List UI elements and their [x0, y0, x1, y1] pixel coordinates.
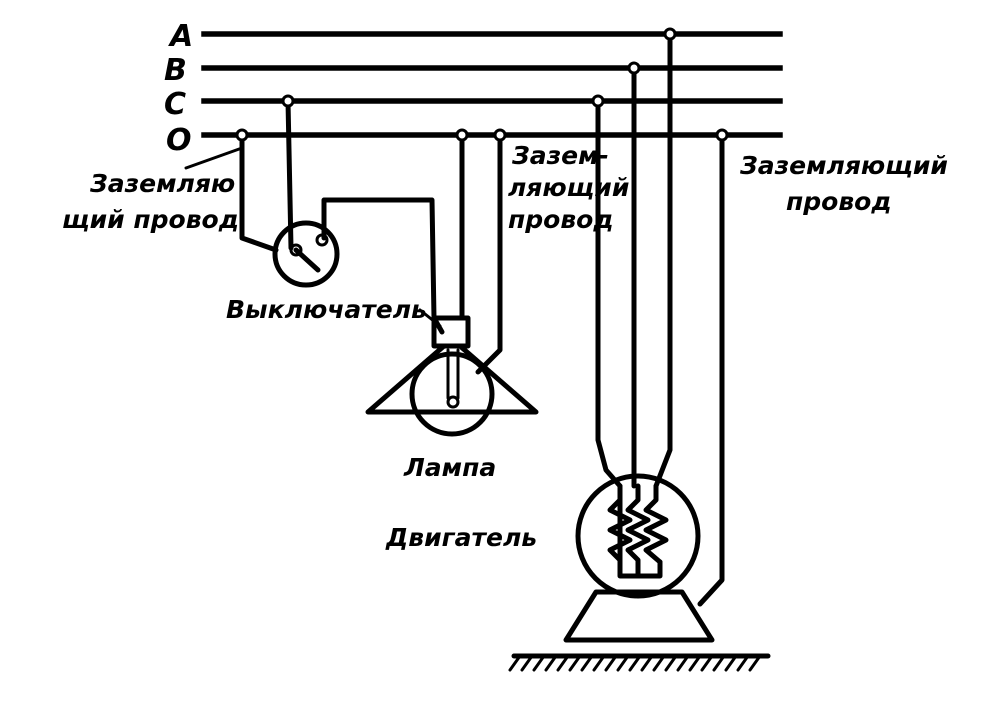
label-ground-wire-mid-line1: Зазем- [511, 141, 609, 170]
label-ground-wire-left-line2: щий провод [62, 205, 239, 234]
wire-phase-a-to-motor [653, 31, 673, 489]
ground-hatch-stroke [592, 654, 606, 672]
ground-hatch-stroke [604, 654, 618, 672]
node-b-motor [627, 61, 641, 75]
ground-hatch-stroke [688, 654, 702, 672]
ground-hatch-stroke [640, 654, 654, 672]
motor-winding-1 [607, 497, 633, 563]
ground-hatch-stroke [676, 654, 690, 672]
switch [272, 220, 340, 288]
node-o-ground-motor [715, 128, 729, 142]
label-ground-wire-mid-line3: провод [508, 205, 614, 234]
motor-base [563, 589, 715, 643]
motor-winding-2 [625, 483, 651, 579]
lamp-reflector [365, 343, 539, 415]
ground-hatch-stroke [628, 654, 642, 672]
ground-hatch-stroke [532, 654, 546, 672]
motor-housing [575, 473, 701, 599]
bus-label-a: A [168, 19, 193, 54]
ground-hatch-stroke [544, 654, 558, 672]
ground-hatch-stroke [616, 654, 630, 672]
bus-label-o: O [166, 123, 192, 158]
ground-hatch-stroke [712, 654, 726, 672]
switch-label-leader [418, 308, 442, 328]
lamp [365, 315, 539, 437]
lamp-filament [446, 395, 460, 409]
bus-label-b: B [164, 53, 187, 88]
ground-hatch-stroke [520, 654, 534, 672]
ground-hatch-stroke [556, 654, 570, 672]
ground-hatch-stroke [652, 654, 666, 672]
switch-housing [272, 220, 340, 288]
node-a-motor [663, 27, 677, 41]
label-motor: Двигатель [385, 523, 537, 552]
ground-hatch-stroke [508, 654, 522, 672]
label-ground-wire-left-line1: Заземляю [89, 169, 235, 198]
ground-hatch-stroke [700, 654, 714, 672]
ground-hatch-stroke [724, 654, 738, 672]
ground-hatch-stroke [736, 654, 750, 672]
ground-hatch-stroke [568, 654, 582, 672]
ground-wire-lamp [475, 132, 503, 375]
label-lamp: Лампа [403, 453, 496, 482]
node-o-lamp [455, 128, 469, 142]
label-ground-wire-right-line1: Заземляющий [739, 151, 948, 180]
label-switch: Выключатель [226, 295, 427, 324]
node-c-switch [281, 94, 295, 108]
label-ground-wire-mid-line2: ляющий [508, 173, 629, 202]
node-o-ground-left [235, 128, 249, 142]
lamp-bulb [409, 351, 495, 437]
motor-winding-3 [643, 483, 669, 565]
switch-lever [293, 247, 321, 273]
node-c-motor [591, 94, 605, 108]
node-o-ground-lamp [493, 128, 507, 142]
ground-wire-left [184, 132, 279, 253]
ground-wire-motor [697, 132, 725, 607]
wire-phase-c-to-motor [595, 98, 623, 489]
motor [563, 473, 715, 643]
bus-label-c: C [164, 87, 186, 122]
ground-hatch-stroke [664, 654, 678, 672]
ground-hatch-stroke [580, 654, 594, 672]
label-ground-wire-right-line2: провод [786, 187, 892, 216]
ground-hatch-stroke [748, 654, 762, 672]
ground-hatching [508, 653, 771, 672]
wire-phase-c-to-switch [285, 98, 294, 251]
